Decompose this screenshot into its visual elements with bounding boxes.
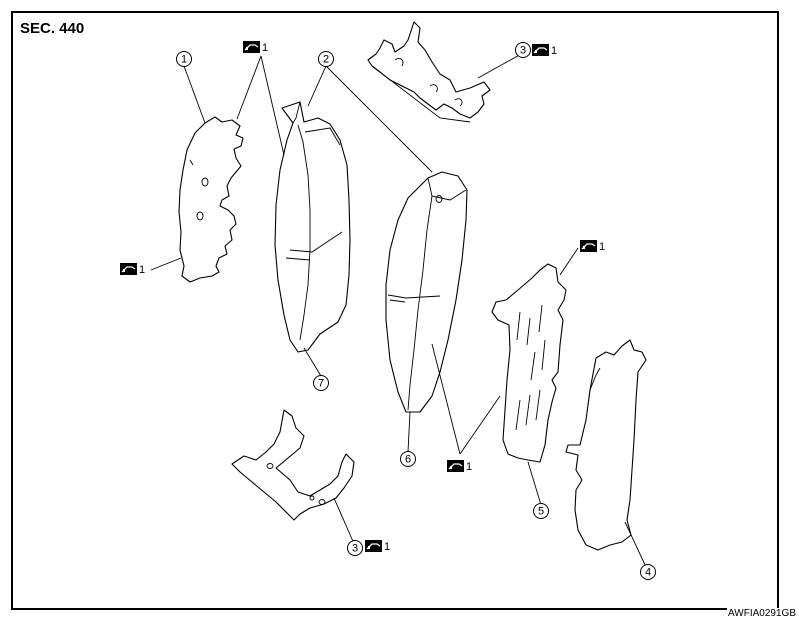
grease-apply-icon: 1 bbox=[119, 262, 145, 276]
svg-text:3: 3 bbox=[520, 45, 526, 57]
callout-7: 7 bbox=[313, 375, 329, 391]
svg-text:1: 1 bbox=[262, 42, 268, 54]
grease-apply-icon: 1 bbox=[531, 43, 557, 57]
section-label: SEC. 440 bbox=[20, 20, 85, 37]
brake-pad-part-7 bbox=[274, 101, 351, 353]
shim-cover-part-4 bbox=[565, 339, 647, 551]
callout-6: 6 bbox=[400, 451, 416, 467]
svg-text:1: 1 bbox=[599, 241, 605, 253]
pad-retainer-part-3-bottom bbox=[231, 409, 355, 521]
pad-retainer-part-3-top bbox=[367, 21, 491, 123]
svg-text:7: 7 bbox=[318, 378, 324, 390]
grease-apply-icon: 1 bbox=[364, 539, 390, 553]
grease-apply-icon: 1 bbox=[579, 239, 605, 253]
callout-5: 5 bbox=[533, 503, 549, 519]
diagram-frame bbox=[11, 11, 779, 610]
svg-text:1: 1 bbox=[181, 54, 187, 66]
grease-symbols: 1 1 1 1 1 1 bbox=[119, 40, 605, 553]
callout-1: 1 bbox=[176, 51, 192, 67]
grease-apply-icon: 1 bbox=[446, 459, 472, 473]
shim-part-5 bbox=[491, 263, 567, 463]
leader-lines bbox=[150, 52, 647, 568]
svg-text:1: 1 bbox=[466, 461, 472, 473]
svg-text:3: 3 bbox=[352, 543, 358, 555]
callout-3-top: 3 bbox=[515, 42, 531, 58]
svg-text:4: 4 bbox=[645, 567, 651, 579]
svg-text:1: 1 bbox=[139, 264, 145, 276]
shim-part-1 bbox=[178, 116, 244, 283]
svg-text:2: 2 bbox=[323, 54, 329, 66]
svg-text:1: 1 bbox=[384, 541, 390, 553]
grease-apply-icon: 1 bbox=[242, 40, 268, 54]
callout-3-bottom: 3 bbox=[347, 540, 363, 556]
svg-text:1: 1 bbox=[551, 45, 557, 57]
callout-4: 4 bbox=[640, 564, 656, 580]
figure-code: AWFIA0291GB bbox=[727, 608, 797, 619]
svg-text:6: 6 bbox=[405, 454, 411, 466]
callout-2: 2 bbox=[318, 51, 334, 67]
svg-text:5: 5 bbox=[538, 506, 544, 518]
brake-pad-part-6 bbox=[385, 171, 468, 413]
